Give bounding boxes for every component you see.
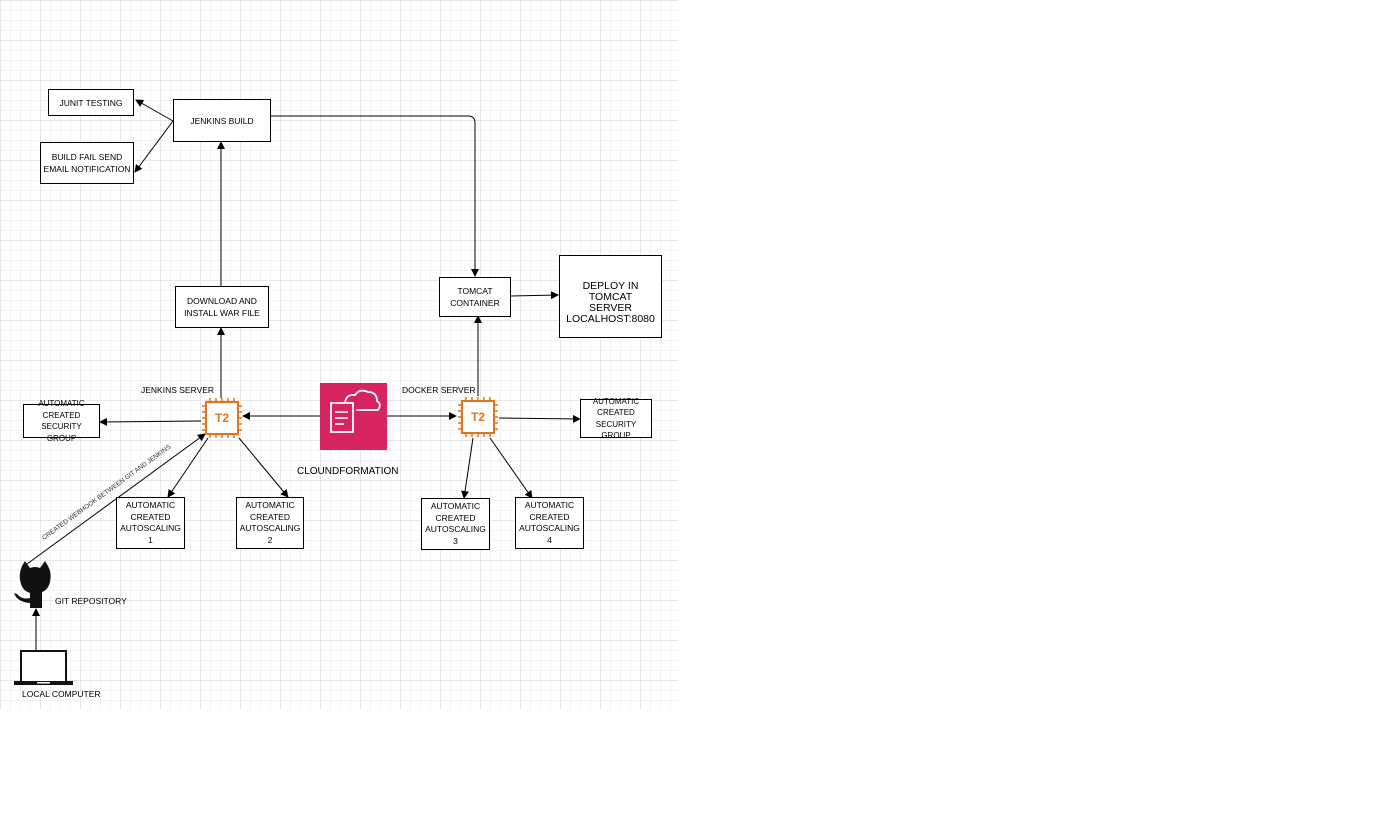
jenkins-build-box: JENKINS BUILD	[173, 99, 271, 142]
asg3-line-1: AUTOMATIC	[430, 501, 481, 511]
sg-left-line-2: CREATED	[42, 410, 81, 420]
deploy-tomcat-line-2: SERVER	[589, 302, 632, 314]
ec2-t2-instance-icon: T2	[202, 398, 242, 438]
asg3-line-4: 3	[453, 535, 458, 546]
laptop-icon	[14, 650, 73, 685]
cloudformation-label: CLOUNDFORMATION	[297, 466, 399, 477]
asg4-line-3: AUTOSCALING	[519, 523, 580, 533]
asg3-line-3: AUTOSCALING	[425, 524, 486, 534]
t2-right-label: T2	[471, 410, 485, 424]
asg2-line-4: 2	[267, 534, 273, 545]
t2-left-label: T2	[215, 411, 229, 425]
asg1-line-3: AUTOSCALING	[120, 523, 181, 533]
docker-server-label: DOCKER SERVER	[402, 385, 476, 395]
local-computer-label: LOCAL COMPUTER	[22, 689, 101, 699]
cloudformation-icon	[320, 383, 387, 450]
junit-testing-box: JUNIT TESTING	[48, 89, 134, 116]
asg2-line-3: AUTOSCALING	[239, 523, 301, 533]
download-war-box: DOWNLOAD AND INSTALL WAR FILE	[175, 286, 269, 328]
tomcat-container-box: TOMCAT CONTAINER	[439, 277, 511, 317]
asg1-line-2: CREATED	[130, 511, 171, 522]
edge-jenkins-build-to-tomcat	[270, 115, 479, 277]
edge-t2-left-to-sg	[99, 417, 202, 426]
ec2-t2-instance-icon: T2	[458, 397, 498, 437]
jenkins-server-label: JENKINS SERVER	[141, 385, 215, 395]
download-war-line-1: DOWNLOAD AND	[187, 296, 257, 306]
deploy-tomcat-box: DEPLOY IN TOMCAT SERVER LOCALHOST:8080	[559, 255, 662, 338]
sg-right-line-2: CREATED	[597, 408, 635, 417]
build-fail-line-2: EMAIL NOTIFICATION	[43, 164, 131, 174]
junit-testing-text: JUNIT TESTING	[59, 97, 123, 108]
sg-right-line-1: AUTOMATIC	[592, 396, 640, 406]
asg4-line-2: CREATED	[529, 511, 570, 522]
sg-left-line-3: SECURITY GROUP	[41, 422, 82, 443]
asg1-line-4: 1	[148, 534, 153, 545]
autoscaling-1-box: AUTOMATIC CREATED AUTOSCALING 1	[116, 497, 185, 549]
tomcat-container-line-2: CONTAINER	[450, 298, 500, 308]
sg-left-line-1: AUTOMATIC	[38, 399, 85, 408]
github-octocat-icon	[14, 561, 51, 608]
autoscaling-3-box: AUTOMATIC CREATED AUTOSCALING 3	[421, 498, 490, 550]
edge-t2-right-to-sg	[498, 414, 581, 423]
security-group-right-box: AUTOMATIC CREATED SECURITY GROUP	[580, 396, 652, 440]
diagram-canvas: CREATED WEBHOOK BETWEEN GIT AND JENKINS …	[0, 0, 678, 710]
sg-right-line-3: SECURITY GROUP	[595, 419, 637, 441]
autoscaling-4-box: AUTOMATIC CREATED AUTOSCALING 4	[515, 497, 584, 549]
edge-jenkins-to-junit	[135, 99, 174, 122]
asg4-line-4: 4	[547, 534, 552, 545]
download-war-line-2: INSTALL WAR FILE	[184, 308, 260, 318]
edge-t2-right-to-asg3	[461, 437, 474, 499]
build-fail-notification-box: BUILD FAIL SEND EMAIL NOTIFICATION	[40, 142, 134, 184]
deploy-tomcat-line-3: LOCALHOST:8080	[566, 313, 655, 325]
asg2-line-1: AUTOMATIC	[245, 500, 295, 510]
asg2-line-2: CREATED	[250, 511, 290, 522]
git-repository-label: GIT REPOSITORY	[55, 596, 127, 606]
asg1-line-1: AUTOMATIC	[125, 500, 176, 510]
deploy-tomcat-line-1: DEPLOY IN TOMCAT	[582, 280, 639, 303]
edge-jenkins-to-build-fail	[134, 120, 174, 173]
jenkins-build-text: JENKINS BUILD	[190, 115, 254, 126]
edge-t2-left-to-asg1	[167, 437, 209, 498]
autoscaling-2-box: AUTOMATIC CREATED AUTOSCALING 2	[236, 497, 304, 549]
tomcat-container-line-1: TOMCAT	[457, 286, 493, 296]
edge-tomcat-to-deploy	[510, 291, 559, 300]
connector-layer: CREATED WEBHOOK BETWEEN GIT AND JENKINS …	[14, 99, 581, 685]
build-fail-line-1: BUILD FAIL SEND	[51, 152, 123, 162]
asg4-line-1: AUTOMATIC	[524, 500, 575, 510]
security-group-left-box: AUTOMATIC CREATED SECURITY GROUP	[23, 399, 100, 443]
asg3-line-2: CREATED	[435, 512, 476, 523]
edge-t2-left-to-asg2	[238, 437, 289, 498]
edge-t2-right-to-asg4	[489, 437, 533, 499]
